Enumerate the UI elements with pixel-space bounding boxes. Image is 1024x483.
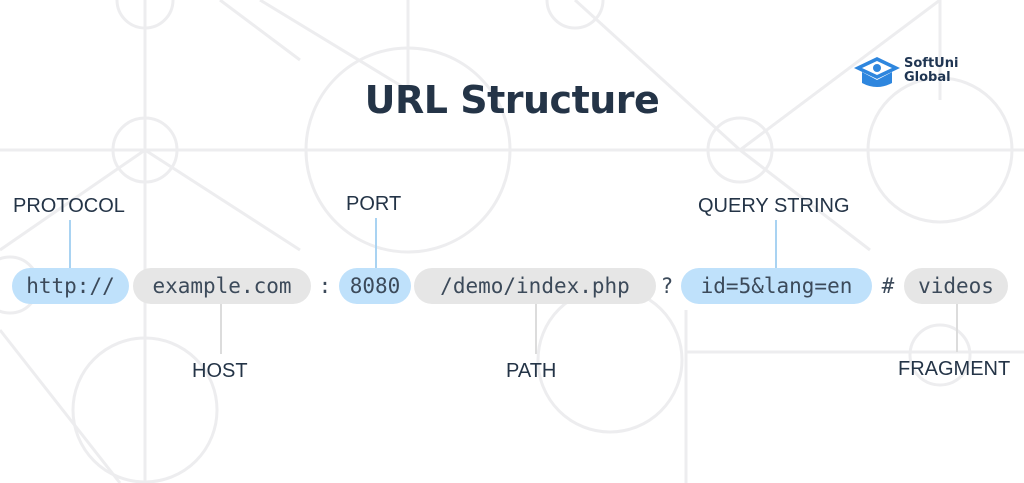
url-query-segment: id=5&lang=en (681, 268, 872, 304)
query-connector (775, 220, 777, 268)
page-title: URL Structure (364, 78, 660, 122)
path-connector (535, 304, 537, 354)
logo-line-1: SoftUni (904, 56, 959, 71)
url-host-segment: example.com (133, 268, 311, 304)
logo-line-2: Global (904, 70, 951, 85)
url-hash-separator: # (881, 274, 895, 298)
query-string-label: QUERY STRING (698, 195, 850, 217)
fragment-label: FRAGMENT (898, 358, 1011, 380)
url-question-separator: ? (660, 274, 674, 298)
host-label: HOST (192, 360, 248, 382)
port-connector (375, 218, 377, 268)
url-colon-separator: : (318, 274, 332, 298)
url-protocol-segment: http:// (12, 268, 129, 304)
softuni-logo-text: SoftUni Global (904, 57, 958, 85)
url-port-segment: 8080 (339, 268, 411, 304)
protocol-label: PROTOCOL (13, 195, 125, 217)
path-label: PATH (506, 360, 557, 382)
url-path-segment: /demo/index.php (414, 268, 656, 304)
port-label: PORT (346, 193, 402, 215)
protocol-connector (69, 220, 71, 268)
graduation-cap-icon (854, 57, 900, 87)
url-fragment-segment: videos (904, 268, 1008, 304)
host-connector (220, 304, 222, 354)
fragment-connector (956, 304, 958, 352)
